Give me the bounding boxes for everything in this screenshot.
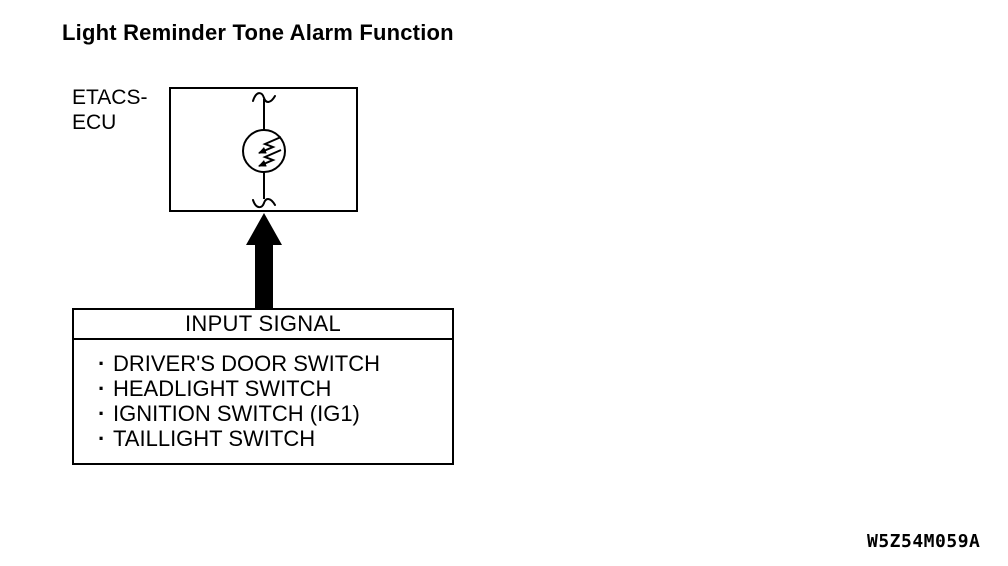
ecu-label-line1: ETACS- <box>72 86 148 109</box>
signal-flow-up-arrow <box>246 213 282 311</box>
list-item-label: TAILLIGHT SWITCH <box>113 426 316 451</box>
list-item: · DRIVER'S DOOR SWITCH <box>98 351 452 376</box>
ecu-block <box>169 87 358 212</box>
list-item-label: HEADLIGHT SWITCH <box>113 376 332 401</box>
bullet-icon: · <box>98 351 106 376</box>
list-item-label: IGNITION SWITCH (IG1) <box>113 401 360 426</box>
input-signal-box: INPUT SIGNAL · DRIVER'S DOOR SWITCH · HEAD… <box>72 308 454 465</box>
figure-code: W5Z54M059A <box>867 531 981 552</box>
list-item: · HEADLIGHT SWITCH <box>98 376 452 401</box>
ecu-label: ETACS-ECU <box>72 85 147 135</box>
bullet-icon: · <box>98 401 106 426</box>
tone-alarm-buzzer-icon <box>242 92 286 209</box>
bullet-icon: · <box>98 426 106 451</box>
page-title: Light Reminder Tone Alarm Function <box>62 20 454 45</box>
input-signal-list: ·DRIVER'S DOOR SWITCH ·HEADLIGHT SWITCH … <box>74 340 452 451</box>
input-signal-header: INPUT SIGNAL <box>74 310 452 340</box>
list-item: · IGNITION SWITCH (IG1) <box>98 401 452 426</box>
ecu-label-line2: ECU <box>72 111 117 134</box>
bullet-icon: · <box>98 376 106 401</box>
list-item-label: DRIVER'S DOOR SWITCH <box>113 351 380 376</box>
list-item: · TAILLIGHT SWITCH <box>98 426 452 451</box>
